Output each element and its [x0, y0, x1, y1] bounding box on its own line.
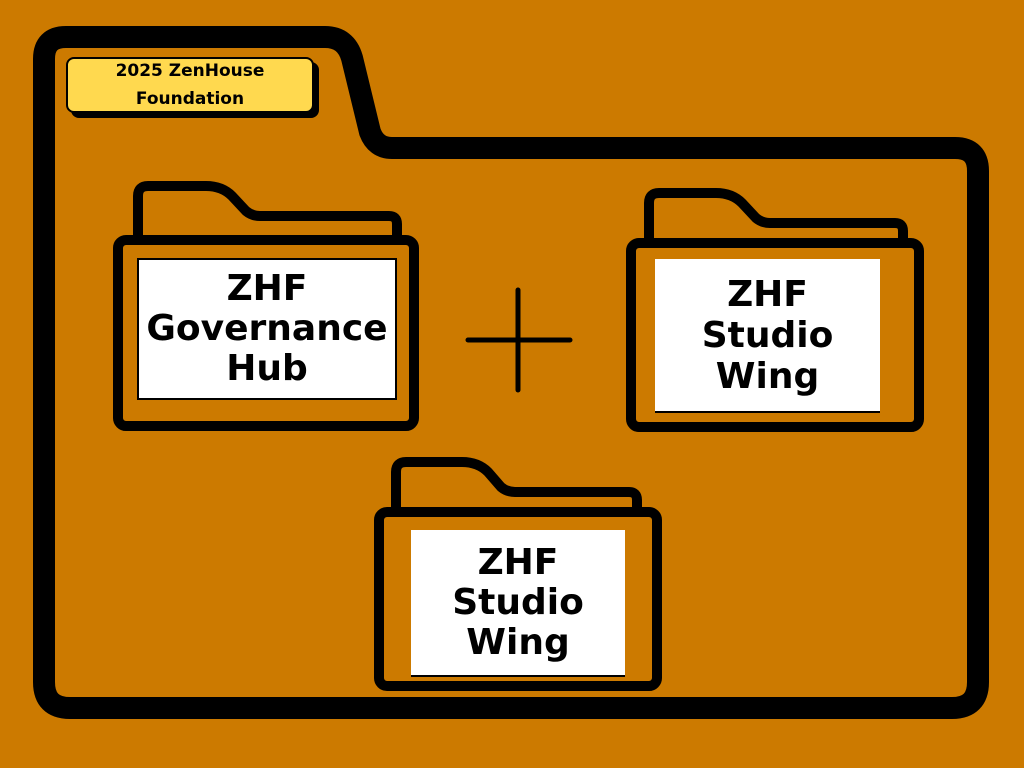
folder-label-line: Governance	[146, 308, 388, 349]
foundation-tag-line-1: 2025 ZenHouse	[115, 61, 265, 81]
folder-2-tab-icon	[644, 188, 908, 248]
folder-label-line: Studio	[452, 581, 584, 623]
folder-label-line: Studio	[701, 314, 834, 356]
plus-icon	[465, 287, 573, 393]
folder-label-studio-wing-right: ZHF Studio Wing	[655, 259, 880, 413]
folder-1-tab-icon	[133, 181, 402, 245]
folder-label-governance-hub: ZHF Governance Hub	[137, 258, 397, 400]
foundation-tag: 2025 ZenHouse Foundation	[66, 57, 314, 113]
folder-3-body-icon	[374, 507, 662, 691]
folder-label-line: Wing	[466, 621, 570, 663]
foundation-tag-line-2: Foundation	[135, 89, 245, 109]
folder-1-body-icon	[113, 235, 419, 431]
folder-2-body-icon	[626, 238, 924, 432]
folder-label-line: ZHF	[727, 273, 808, 315]
folder-3-tab-icon	[391, 457, 642, 517]
folder-label-line: ZHF	[226, 268, 308, 309]
folder-label-line: Wing	[715, 355, 820, 397]
folder-label-studio-wing-bottom: ZHF Studio Wing	[411, 530, 625, 677]
main-folder-icon	[33, 26, 989, 719]
folder-label-line: ZHF	[477, 541, 559, 583]
folder-label-line: Hub	[226, 348, 308, 389]
